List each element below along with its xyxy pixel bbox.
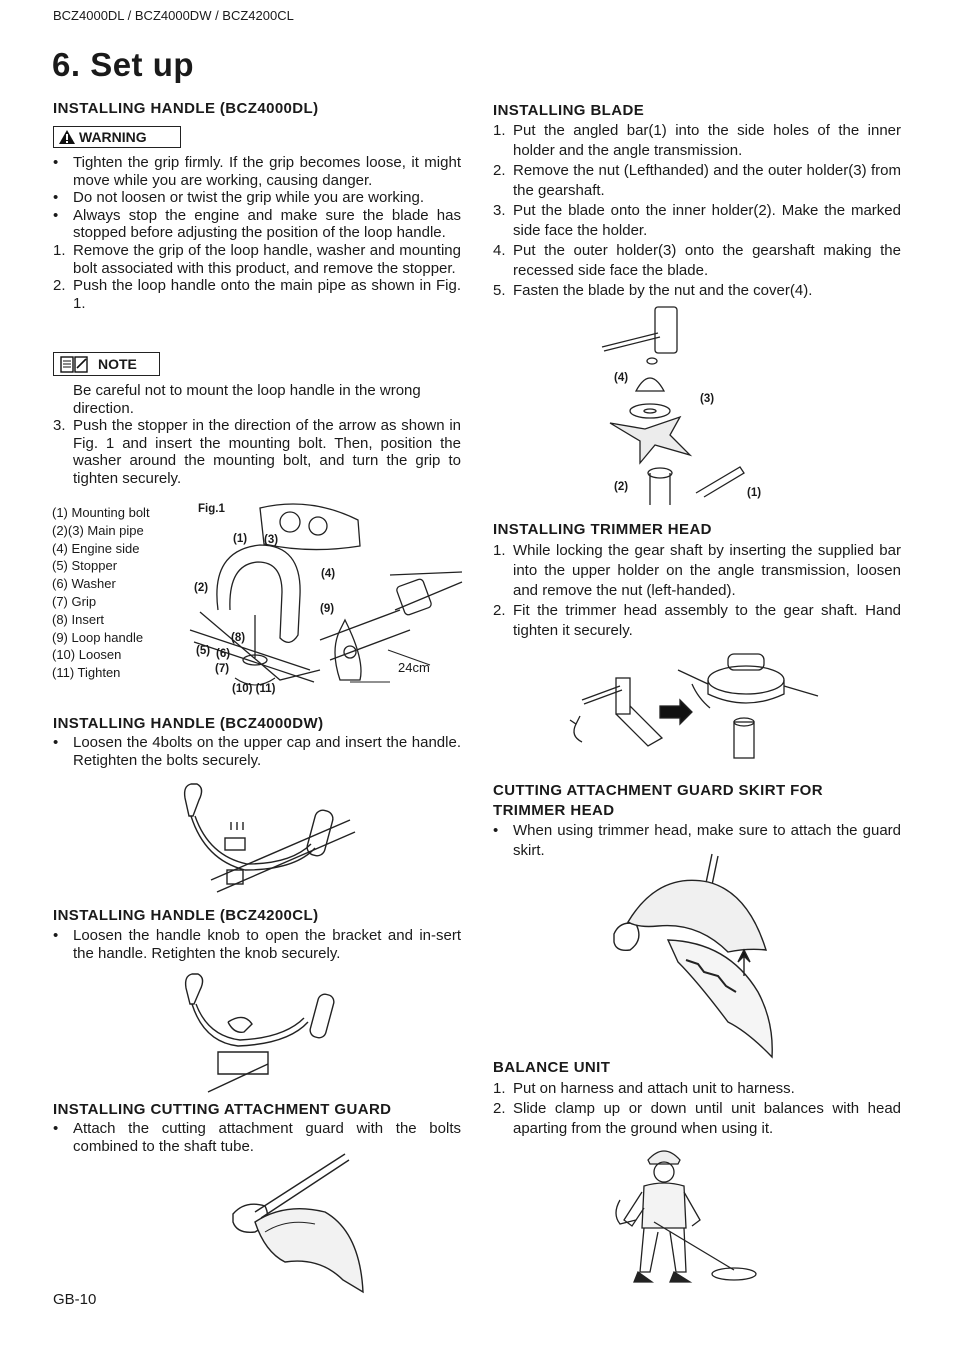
fig1-legend: (1) Mounting bolt (2)(3) Main pipe (4) E… (52, 504, 150, 682)
legend-item: (4) Engine side (52, 540, 140, 556)
blade-callout-4: (4) (614, 372, 629, 384)
list-item: •When using trimmer head, make sure to a… (493, 822, 901, 859)
guard-illustration (232, 1153, 364, 1294)
fig1-label: Fig.1 (198, 503, 225, 515)
cl-handle-illustration (184, 973, 335, 1093)
callout-10-11: (10) (11) (232, 683, 276, 695)
callout-8: (8) (231, 632, 246, 644)
heading-balance: BALANCE UNIT (493, 1059, 611, 1076)
list-item: •Attach the cutting attachment guard wit… (53, 1120, 461, 1155)
warning-triangle-icon (59, 130, 75, 144)
note-text: Be careful not to mount the loop handle … (73, 382, 421, 417)
legend-item: (9) Loop handle (52, 629, 144, 645)
heading-guard: INSTALLING CUTTING ATTACHMENT GUARD (53, 1101, 392, 1118)
blade-illustration (601, 306, 745, 505)
callout-1: (1) (233, 533, 248, 545)
skirt-illustration (613, 853, 773, 1059)
list-item: •Tighten the grip firmly. If the grip be… (53, 154, 461, 189)
heading-handle-dw: INSTALLING HANDLE (BCZ4000DW) (53, 715, 324, 732)
callout-5: (5) (196, 645, 211, 657)
dw-handle-illustration (183, 783, 356, 893)
list-item: 5.Fasten the blade by the nut and the co… (493, 282, 813, 299)
blade-callout-1: (1) (747, 487, 762, 499)
list-item: •Loosen the 4bolts on the upper cap and … (53, 734, 461, 769)
dw-bullets: •Loosen the 4bolts on the upper cap and … (53, 734, 461, 769)
list-item: 3.Push the stopper in the direction of t… (53, 417, 461, 487)
legend-item: (8) Insert (52, 611, 105, 627)
heading-skirt-line-1: CUTTING ATTACHMENT GUARD SKIRT FOR (493, 782, 823, 799)
page-number: GB-10 (53, 1291, 97, 1308)
list-item: 1.While locking the gear shaft by insert… (493, 542, 901, 599)
heading-blade: INSTALLING BLADE (493, 102, 645, 119)
step-3: 3.Push the stopper in the direction of t… (53, 417, 461, 487)
trimmer-steps: 1.While locking the gear shaft by insert… (493, 541, 901, 641)
cl-bullets: •Loosen the handle knob to open the brac… (53, 927, 461, 962)
list-item: 2.Push the loop handle onto the main pip… (53, 277, 461, 312)
legend-item: (7) Grip (52, 593, 97, 609)
list-item: 3.Put the blade onto the inner holder(2)… (493, 202, 901, 239)
list-item: 4.Put the outer holder(3) onto the gears… (493, 242, 901, 279)
warning-box: WARNING (53, 126, 181, 148)
legend-item: (6) Washer (52, 576, 116, 592)
callout-9: (9) (320, 603, 335, 615)
blade-callout-2: (2) (614, 481, 629, 493)
guard-bullets: •Attach the cutting attachment guard wit… (53, 1120, 461, 1155)
heading-trimmer: INSTALLING TRIMMER HEAD (493, 521, 712, 538)
list-item: 1.Put the angled bar(1) into the side ho… (493, 122, 901, 159)
fig1-illustration (189, 503, 463, 686)
note-label: NOTE (98, 356, 137, 372)
list-item: 2.Slide clamp up or down until unit bala… (493, 1100, 901, 1137)
list-item: 1.Put on harness and attach unit to harn… (493, 1080, 795, 1097)
blade-steps: 1.Put the angled bar(1) into the side ho… (493, 121, 901, 301)
list-item: •Loosen the handle knob to open the brac… (53, 927, 461, 962)
heading-handle-cl: INSTALLING HANDLE (BCZ4200CL) (53, 907, 319, 924)
callout-6: (6) (216, 648, 231, 660)
list-item: 2.Fit the trimmer head assembly to the g… (493, 602, 901, 639)
list-item: •Do not loosen or twist the grip while y… (53, 189, 425, 207)
blade-callout-3: (3) (700, 393, 715, 405)
list-item: 2.Remove the nut (Lefthanded) and the ou… (493, 162, 901, 199)
heading-skirt: CUTTING ATTACHMENT GUARD SKIRT FOR TRIMM… (493, 781, 823, 821)
skirt-bullets: •When using trimmer head, make sure to a… (493, 821, 901, 861)
trimmer-illustration (569, 653, 819, 759)
warning-bullets: •Tighten the grip firmly. If the grip be… (53, 154, 461, 312)
operator-illustration (615, 1150, 757, 1283)
list-item: 1.Remove the grip of the loop handle, wa… (53, 241, 461, 277)
model-header: BCZ4000DL / BCZ4000DW / BCZ4200CL (53, 8, 294, 23)
callout-2: (2) (194, 582, 209, 594)
legend-item: (1) Mounting bolt (52, 505, 150, 520)
note-box: NOTE (53, 352, 160, 376)
book-note-icon (60, 355, 88, 373)
legend-item: (5) Stopper (52, 558, 118, 574)
heading-handle-dl: INSTALLING HANDLE (BCZ4000DL) (53, 100, 319, 117)
legend-item: (2)(3) Main pipe (52, 522, 144, 538)
legend-item: (11) Tighten (52, 665, 121, 681)
legend-item: (10) Loosen (52, 647, 122, 663)
list-item: •Always stop the engine and make sure th… (53, 206, 461, 242)
callout-4: (4) (321, 568, 336, 580)
callout-7: (7) (215, 663, 230, 675)
distance-label: 24cm (398, 660, 430, 675)
heading-skirt-line-2: TRIMMER HEAD (493, 802, 615, 819)
warning-label: WARNING (79, 129, 147, 145)
page-title: 6. Set up (52, 46, 195, 83)
balance-steps: 1.Put on harness and attach unit to harn… (493, 1079, 901, 1139)
callout-3: (3) (264, 534, 279, 546)
